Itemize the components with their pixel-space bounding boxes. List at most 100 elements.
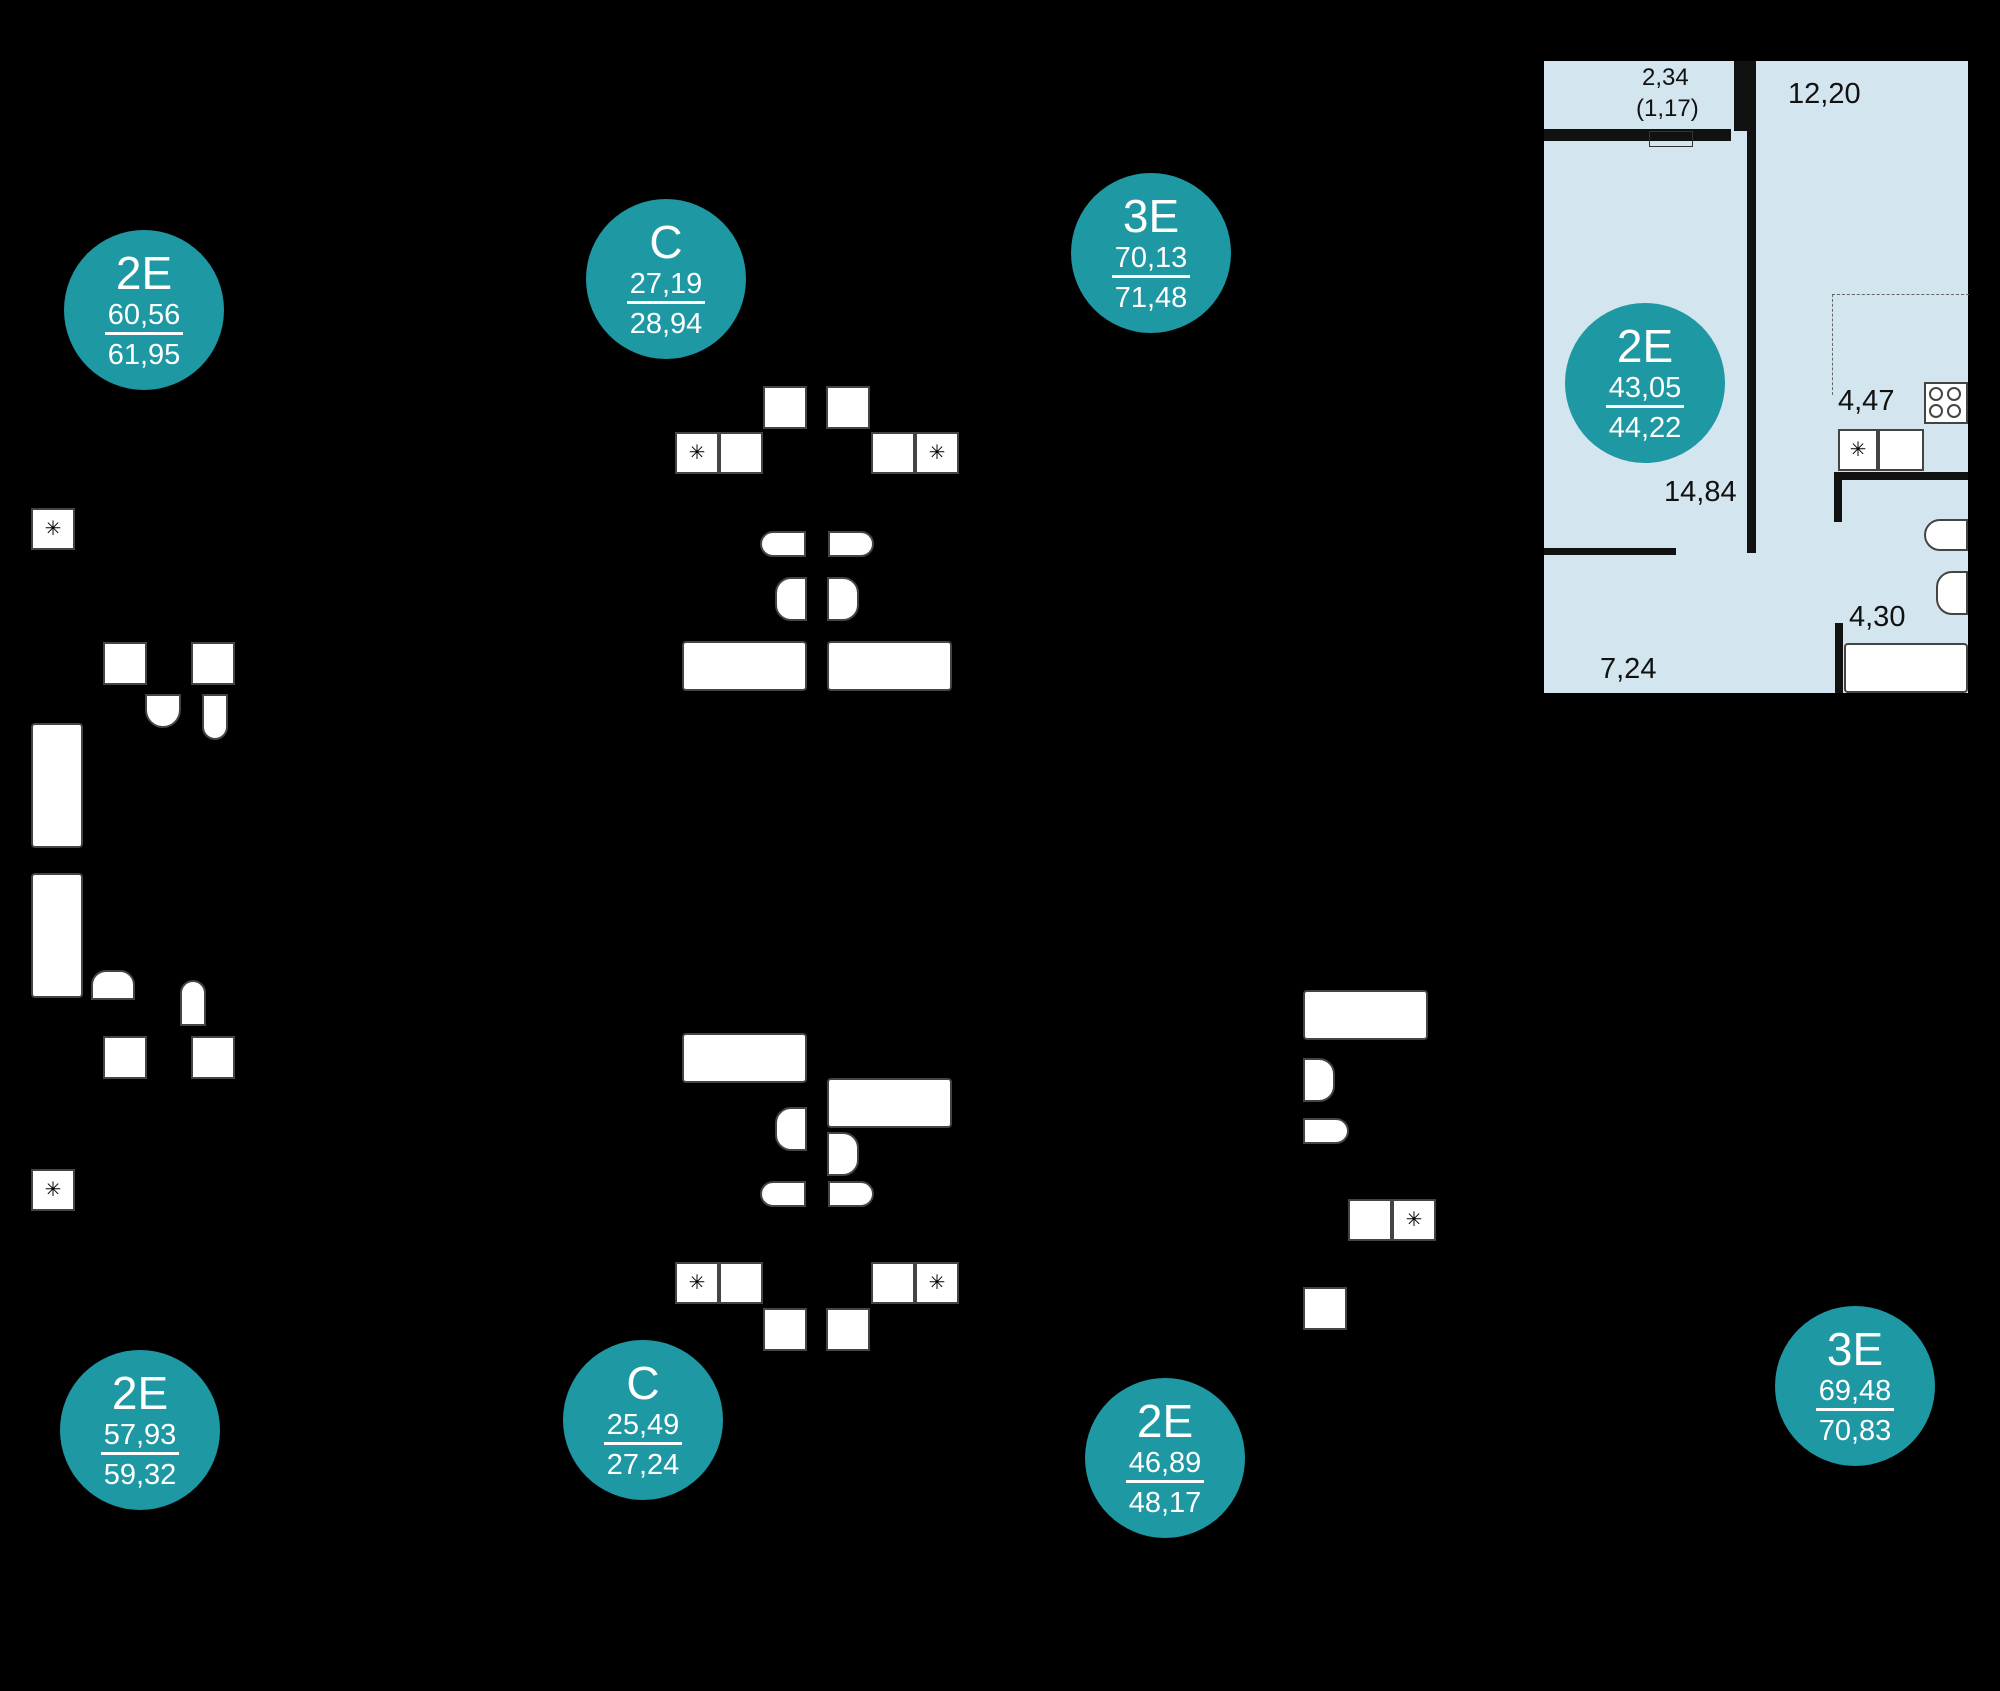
sink-icon — [1348, 1199, 1392, 1241]
balcony-area-label: 2,34 — [1642, 64, 1689, 91]
unit-total-area: 48,17 — [1128, 1487, 1202, 1519]
unit-total-area: 27,24 — [606, 1449, 680, 1481]
toilet-icon — [828, 1181, 874, 1207]
unit-badge-c-top[interactable]: C 27,19 28,94 — [586, 199, 746, 359]
toilet-icon — [760, 1181, 806, 1207]
hall-area-label: 7,24 — [1600, 653, 1657, 685]
sink-icon — [719, 432, 763, 474]
unit-total-area: 44,22 — [1608, 412, 1682, 444]
unit-badge-3e-bottom[interactable]: 3E 69,48 70,83 — [1775, 1306, 1935, 1466]
sink-icon — [719, 1262, 763, 1304]
unit-living-area: 57,93 — [103, 1419, 177, 1451]
area-divider — [101, 1452, 179, 1455]
wall-vertical-center — [1747, 61, 1756, 553]
unit-badge-2e-highlighted[interactable]: 2E 43,05 44,22 — [1565, 303, 1725, 463]
sink-icon — [871, 1262, 915, 1304]
stove-icon — [103, 642, 147, 685]
washbasin-icon — [1936, 571, 1968, 615]
stove-icon — [826, 1308, 870, 1351]
washbasin-icon — [91, 970, 135, 1000]
unit-type: 2E — [1136, 1395, 1194, 1447]
bathtub-icon — [1844, 643, 1968, 693]
area-divider — [1112, 275, 1190, 278]
stove-icon — [763, 1308, 807, 1351]
sink-icon — [191, 1036, 235, 1079]
stove-icon — [763, 386, 807, 429]
bathtub-icon — [31, 873, 83, 998]
area-divider — [1126, 1480, 1204, 1483]
unit-living-area: 25,49 — [606, 1409, 680, 1441]
unit-badge-3e-top[interactable]: 3E 70,13 71,48 — [1071, 173, 1231, 333]
washbasin-icon — [145, 694, 181, 728]
wall-vertical-thick — [1734, 61, 1748, 131]
room-2-area-label: 14,84 — [1664, 476, 1737, 508]
unit-living-area: 46,89 — [1128, 1447, 1202, 1479]
area-divider — [1816, 1408, 1894, 1411]
vent-icon: ✳ — [915, 432, 959, 474]
kitchen-dashed-zone — [1832, 294, 1969, 395]
balcony-reduced-area-label: (1,17) — [1636, 95, 1699, 122]
unit-badge-c-bottom[interactable]: C 25,49 27,24 — [563, 1340, 723, 1500]
unit-type: 2E — [111, 1367, 169, 1419]
area-divider — [1606, 405, 1684, 408]
bathtub-icon — [827, 1078, 952, 1128]
vent-icon: ✳ — [31, 1169, 75, 1211]
area-divider — [105, 332, 183, 335]
wall-kitchen-left — [1834, 472, 1842, 522]
unit-living-area: 43,05 — [1608, 372, 1682, 404]
bathtub-icon — [682, 641, 807, 691]
wall-bath-left — [1835, 623, 1843, 693]
stove-icon — [1924, 382, 1968, 424]
unit-badge-2e-bottom[interactable]: 2E 46,89 48,17 — [1085, 1378, 1245, 1538]
sink-icon — [191, 642, 235, 685]
wall-top-left — [1544, 129, 1731, 141]
unit-total-area: 70,83 — [1818, 1415, 1892, 1447]
bathtub-icon — [682, 1033, 807, 1083]
vent-icon: ✳ — [1392, 1199, 1436, 1241]
washbasin-icon — [775, 1107, 807, 1151]
unit-total-area: 71,48 — [1114, 282, 1188, 314]
sink-icon — [1878, 429, 1924, 471]
area-divider — [604, 1442, 682, 1445]
washbasin-icon — [827, 1132, 859, 1176]
unit-type: 3E — [1826, 1323, 1884, 1375]
window-balcony — [1649, 131, 1693, 147]
stove-icon — [826, 386, 870, 429]
room-1-area-label: 12,20 — [1788, 78, 1861, 110]
bathtub-icon — [31, 723, 83, 848]
washbasin-icon — [775, 577, 807, 621]
unit-badge-2e-bottom-left[interactable]: 2E 57,93 59,32 — [60, 1350, 220, 1510]
area-divider — [627, 301, 705, 304]
unit-type: 2E — [1616, 320, 1674, 372]
toilet-icon — [1303, 1118, 1349, 1144]
wall-kitchen-bottom — [1834, 472, 1968, 480]
washbasin-icon — [827, 577, 859, 621]
toilet-icon — [828, 531, 874, 557]
unit-total-area: 28,94 — [629, 308, 703, 340]
toilet-icon — [760, 531, 806, 557]
bathroom-area-label: 4,30 — [1849, 601, 1906, 633]
sink-icon — [871, 432, 915, 474]
unit-living-area: 27,19 — [629, 268, 703, 300]
unit-type: C — [649, 216, 683, 268]
unit-living-area: 60,56 — [107, 299, 181, 331]
unit-badge-2e-top-left[interactable]: 2E 60,56 61,95 — [64, 230, 224, 390]
vent-icon: ✳ — [1838, 429, 1878, 471]
unit-type: 2E — [115, 247, 173, 299]
kitchen-area-label: 4,47 — [1838, 385, 1895, 417]
vent-icon: ✳ — [675, 432, 719, 474]
unit-living-area: 70,13 — [1114, 242, 1188, 274]
vent-icon: ✳ — [31, 508, 75, 550]
stove-icon — [103, 1036, 147, 1079]
unit-type: 3E — [1122, 190, 1180, 242]
vent-icon: ✳ — [675, 1262, 719, 1304]
bathtub-icon — [827, 641, 952, 691]
washbasin-icon — [1303, 1058, 1335, 1102]
toilet-icon — [180, 980, 206, 1026]
toilet-icon — [1924, 519, 1968, 551]
toilet-icon — [202, 694, 228, 740]
bathtub-icon — [1303, 990, 1428, 1040]
unit-type: C — [626, 1357, 660, 1409]
vent-icon: ✳ — [915, 1262, 959, 1304]
stove-icon — [1303, 1287, 1347, 1330]
